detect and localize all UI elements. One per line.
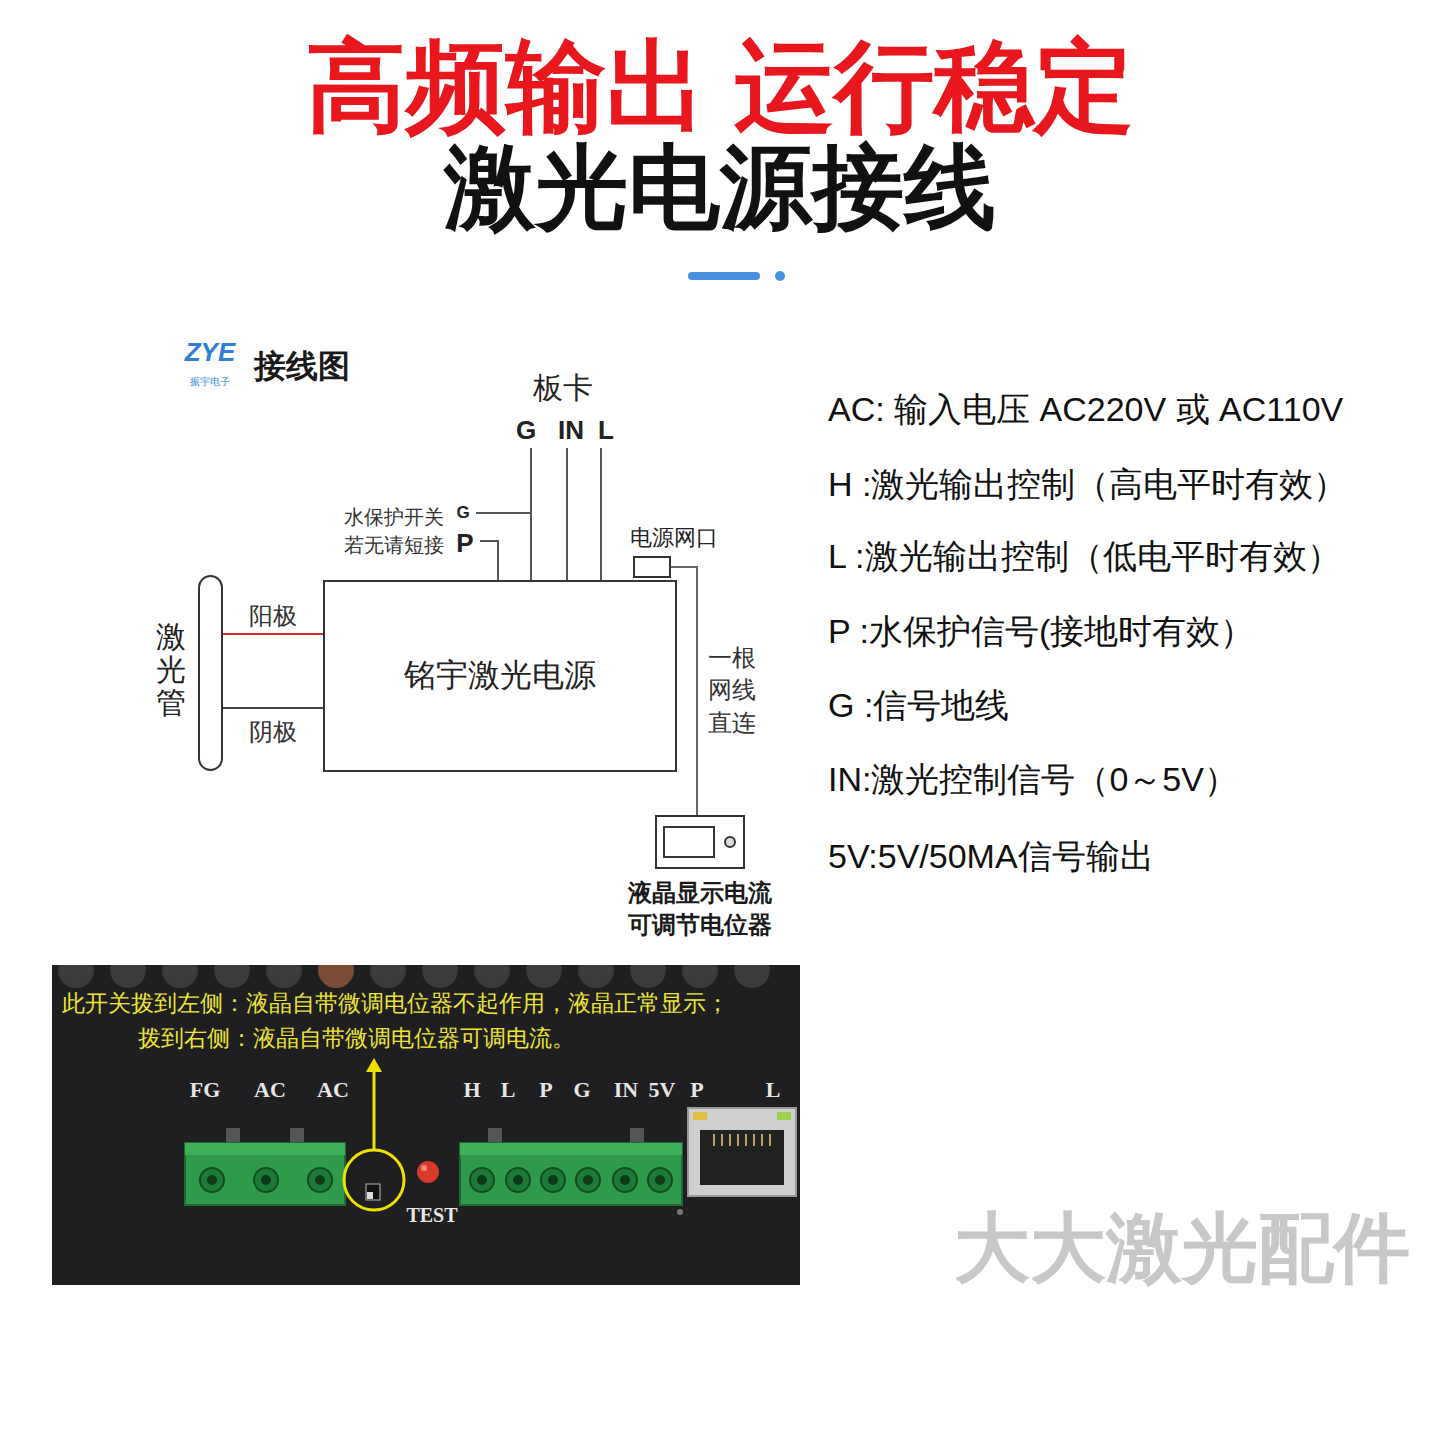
- pin-description: 5V:5V/50MA信号输出: [828, 837, 1154, 876]
- watermark: 大大激光配件: [954, 1204, 1410, 1291]
- terminal-label: L: [501, 1077, 516, 1102]
- terminal-label: FG: [190, 1077, 221, 1102]
- pin-label: L: [598, 416, 614, 446]
- pin-label: IN: [558, 416, 584, 446]
- board-label: 板卡: [533, 371, 593, 406]
- connector: [223, 633, 323, 635]
- switch-callout: [344, 1058, 404, 1210]
- terminal-label: H: [463, 1077, 480, 1102]
- pin-description: AC: 输入电压 AC220V 或 AC110V: [828, 390, 1343, 429]
- laser-tube: 激光管: [198, 575, 223, 771]
- terminal-label: TEST: [406, 1204, 457, 1227]
- sub-title: 激光电源接线: [444, 135, 996, 241]
- terminal-label: IN: [614, 1077, 638, 1102]
- note-text: 若无请短接: [344, 534, 444, 557]
- terminal-label: AC: [254, 1077, 286, 1102]
- signal-wires: [476, 448, 601, 580]
- vent-holes: [58, 965, 770, 988]
- pin-label: G: [456, 503, 469, 523]
- lcd-potentiometer: 液晶显示电流 可调节电位器: [655, 815, 745, 869]
- lcd-screen: [664, 827, 714, 857]
- terminal-label: P: [539, 1077, 552, 1102]
- terminal-label: G: [573, 1077, 590, 1102]
- terminal-block: [185, 1143, 345, 1205]
- connector-label: 一根 网线 直连: [708, 642, 764, 739]
- terminal-label: 5V: [649, 1077, 676, 1102]
- pin-description: H :激光输出控制（高电平时有效）: [828, 465, 1347, 504]
- connector-label: 阳极: [249, 602, 297, 630]
- connector: [671, 567, 697, 815]
- power-supply-box: 铭宇激光电源: [323, 580, 677, 772]
- pin-label: G: [516, 416, 536, 446]
- node-label: 铭宇激光电源: [404, 654, 596, 698]
- brand-name: 振宇电子: [190, 376, 230, 388]
- main-title: 高频输出 运行稳定: [306, 29, 1134, 144]
- brand-logo: ZYE: [185, 338, 236, 368]
- pin-label: P: [456, 529, 473, 559]
- pin-description: IN:激光控制信号（0～5V）: [828, 760, 1238, 799]
- lcd-illustration: [664, 827, 735, 857]
- rj45-port: [688, 1108, 796, 1196]
- node-label: 电源网口: [630, 525, 718, 550]
- knob: [725, 837, 735, 847]
- wire: [566, 448, 568, 580]
- switch-note: 此开关拨到左侧：液晶自带微调电位器不起作用，液晶正常显示；: [62, 990, 729, 1016]
- wire: [480, 541, 498, 580]
- diagram-heading: 接线图: [254, 348, 350, 385]
- terminal-label: AC: [317, 1077, 349, 1102]
- switch-note: 拨到右侧：液晶自带微调电位器可调电流。: [138, 1025, 575, 1051]
- note-text: 水保护开关: [344, 506, 444, 529]
- terminal-label: P: [690, 1077, 703, 1102]
- wire: [600, 448, 602, 580]
- connector-label: 阴极: [249, 718, 297, 746]
- test-led: [417, 1161, 439, 1183]
- title-decoration: [692, 271, 785, 281]
- node-label: 激光管: [156, 620, 186, 719]
- terminal-label: L: [766, 1077, 781, 1102]
- screw: [677, 1209, 683, 1215]
- connector-tabs: [226, 1128, 644, 1143]
- panel: [52, 965, 800, 1285]
- network-port: 电源网口: [633, 556, 671, 578]
- panel-photo: [52, 952, 800, 1285]
- deco-dot: [775, 271, 785, 281]
- pin-description: G :信号地线: [828, 686, 1009, 725]
- connector: [223, 707, 323, 709]
- deco-bar: [692, 272, 756, 280]
- node-label: 液晶显示电流 可调节电位器: [620, 877, 780, 942]
- terminal-block: [460, 1143, 682, 1205]
- wire: [476, 512, 531, 514]
- pin-description: L :激光输出控制（低电平时有效）: [828, 537, 1341, 576]
- pin-description: P :水保护信号(接地时有效）: [828, 612, 1254, 651]
